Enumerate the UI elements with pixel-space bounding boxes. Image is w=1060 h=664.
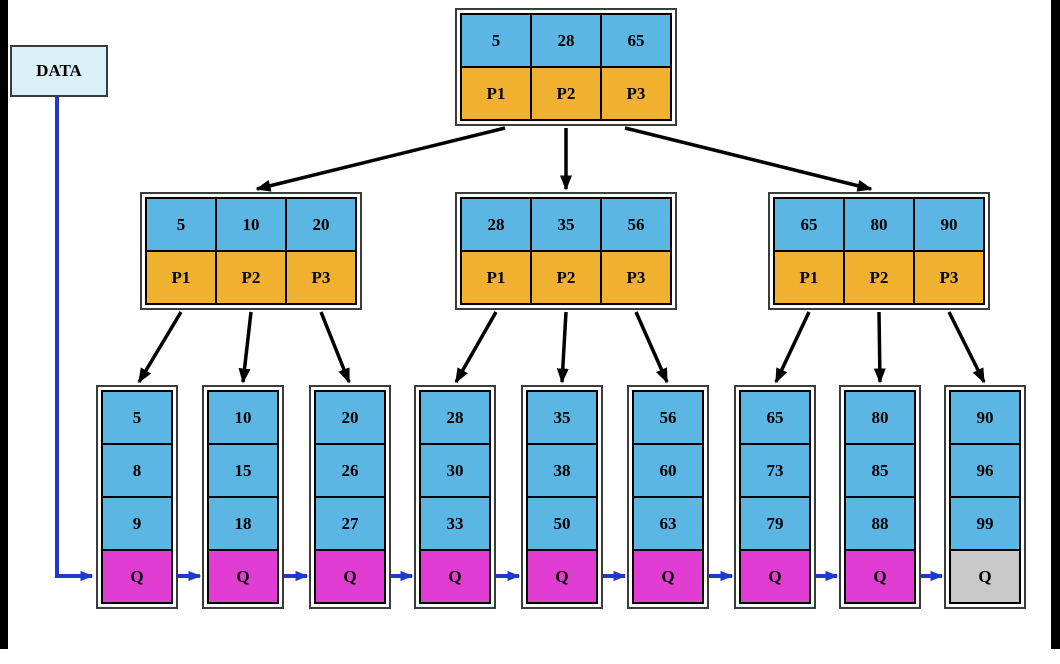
edge-n1-leaf2 [238,311,253,384]
leaf-value-cell: 38 [528,445,596,496]
leaf-queue-cell: Q [528,551,596,602]
leaf-node: 10 15 18 Q [202,385,284,609]
leaf-queue-cell: Q [846,551,914,602]
leaf-value-cell: 28 [421,392,489,443]
leaf-queue-cell: Q [103,551,171,602]
leaf-queue-cell: Q [316,551,384,602]
leaf-value-cell: 63 [634,498,702,549]
key-cell: 56 [602,199,670,250]
leaf-value-cell: 50 [528,498,596,549]
edge-n3-leaf7 [774,311,811,384]
key-cell: 90 [915,199,983,250]
leaf-value-cell: 99 [951,498,1019,549]
leaf-value-cell: 5 [103,392,171,443]
internal-node: 28 35 56 P1 P2 P3 [455,192,677,310]
leaf-queue-cell: Q [209,551,277,602]
leaf-queue-end-cell: Q [951,551,1019,602]
leaf-node: 56 60 63 Q [627,385,709,609]
pointer-cell: P1 [147,252,215,303]
edge-data-feed [55,95,94,582]
right-border-bar [1051,0,1060,649]
leaf-value-cell: 15 [209,445,277,496]
leaf-value-cell: 10 [209,392,277,443]
leaf-value-cell: 88 [846,498,914,549]
leaf-value-cell: 96 [951,445,1019,496]
root-node: 5 28 65 P1 P2 P3 [455,8,677,126]
pointer-cell: P3 [602,252,670,303]
edge-n1-leaf3 [319,311,351,384]
leaf-node: 20 26 27 Q [309,385,391,609]
internal-node: 5 10 20 P1 P2 P3 [140,192,362,310]
edge-n2-leaf6 [634,311,669,384]
edge-root-right [624,126,873,192]
leaf-node: 28 30 33 Q [414,385,496,609]
leaf-value-cell: 73 [741,445,809,496]
root-pointer-cell: P2 [532,68,600,119]
leaf-value-cell: 20 [316,392,384,443]
leaf-queue-cell: Q [421,551,489,602]
edge-n3-leaf9 [947,311,986,384]
edge-n3-leaf8 [873,311,886,384]
left-border-bar [0,0,8,649]
leaf-queue-cell: Q [741,551,809,602]
leaf-value-cell: 80 [846,392,914,443]
pointer-cell: P3 [287,252,355,303]
leaf-value-cell: 30 [421,445,489,496]
root-pointer-cell: P3 [602,68,670,119]
key-cell: 80 [845,199,913,250]
leaf-value-cell: 90 [951,392,1019,443]
edge-root-left [255,126,506,192]
key-cell: 10 [217,199,285,250]
root-key-cell: 65 [602,15,670,66]
leaf-value-cell: 56 [634,392,702,443]
leaf-node: 80 85 88 Q [839,385,921,609]
key-cell: 65 [775,199,843,250]
key-cell: 5 [147,199,215,250]
leaf-value-cell: 85 [846,445,914,496]
leaf-value-cell: 33 [421,498,489,549]
leaf-node: 65 73 79 Q [734,385,816,609]
leaf-queue-cell: Q [634,551,702,602]
root-key-cell: 28 [532,15,600,66]
pointer-cell: P1 [462,252,530,303]
edge-n1-leaf1 [137,311,183,384]
root-key-cell: 5 [462,15,530,66]
leaf-node: 35 38 50 Q [521,385,603,609]
edge-n2-leaf5 [556,311,569,384]
pointer-cell: P1 [775,252,843,303]
internal-node: 65 80 90 P1 P2 P3 [768,192,990,310]
data-label-box: DATA [10,45,108,97]
pointer-cell: P2 [217,252,285,303]
leaf-value-cell: 8 [103,445,171,496]
leaf-value-cell: 60 [634,445,702,496]
leaf-node: 5 8 9 Q [96,385,178,609]
root-pointer-cell: P1 [462,68,530,119]
leaf-value-cell: 35 [528,392,596,443]
leaf-node: 90 96 99 Q [944,385,1026,609]
key-cell: 28 [462,199,530,250]
pointer-cell: P2 [532,252,600,303]
leaf-value-cell: 9 [103,498,171,549]
key-cell: 20 [287,199,355,250]
data-label: DATA [36,61,82,80]
leaf-value-cell: 79 [741,498,809,549]
pointer-cell: P2 [845,252,913,303]
key-cell: 35 [532,199,600,250]
leaf-value-cell: 65 [741,392,809,443]
leaf-value-cell: 26 [316,445,384,496]
leaf-value-cell: 18 [209,498,277,549]
leaf-value-cell: 27 [316,498,384,549]
pointer-cell: P3 [915,252,983,303]
edge-n2-leaf4 [454,311,498,384]
